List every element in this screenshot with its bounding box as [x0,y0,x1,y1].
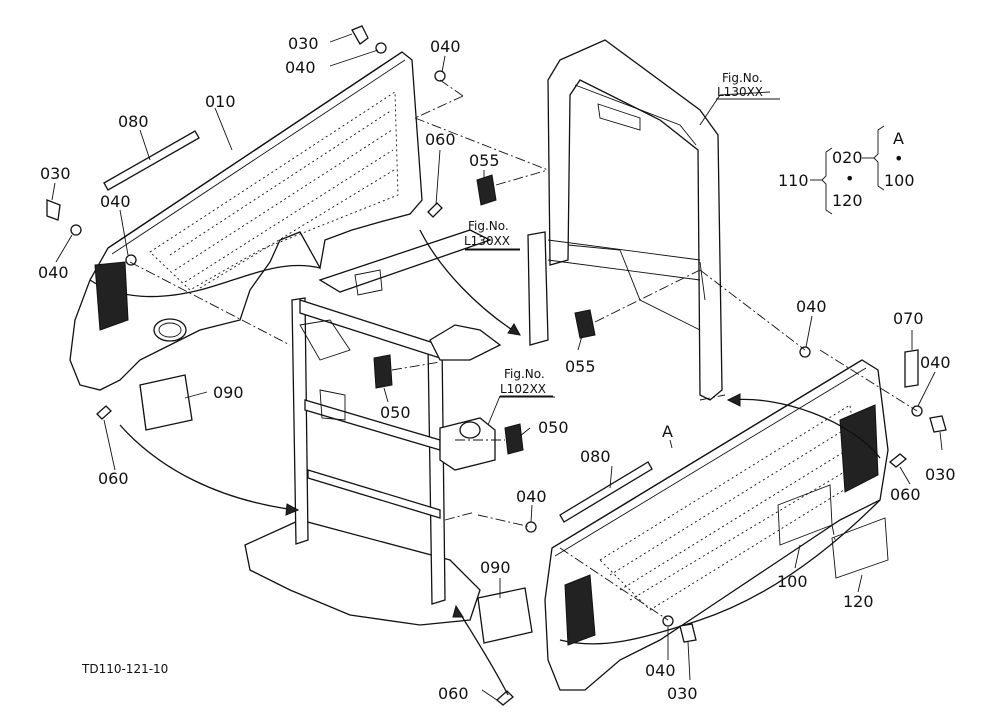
label-120: 120 [843,592,874,611]
leader-lines [51,33,943,701]
key-dot-2: • [894,149,903,168]
label-070: 070 [893,309,924,328]
label-060-bottom: 060 [438,684,469,703]
label-055-center: 055 [565,357,596,376]
left-side-panel [69,51,423,391]
block-090-left [139,374,193,431]
fig-ref-1-line1: Fig.No. [722,71,763,85]
plate-070 [904,349,919,388]
label-030-top: 030 [288,34,319,53]
rear-frame [527,39,723,401]
fig-ref-2-line2: L130XX [464,234,510,248]
fig-ref-3-line1: Fig.No. [504,367,545,381]
label-040-bottom: 040 [645,661,676,680]
assembly-lines [129,79,918,621]
label-055-top: 055 [469,151,500,170]
label-A-panel: A [662,422,673,441]
rod-080-right [559,461,653,523]
label-080-left: 080 [118,112,149,131]
key-dot-1: • [845,169,854,188]
fig-ref-3-line2: L102XX [500,382,546,396]
label-040-center: 040 [516,487,547,506]
label-060-top: 060 [425,130,456,149]
label-040-right-b: 040 [920,353,951,372]
drawing-number: TD110-121-10 [81,662,168,676]
hardware [46,25,947,706]
label-050-left: 050 [380,403,411,422]
key-parent-110: 110 [778,171,809,190]
label-030-left: 030 [40,164,71,183]
decal-120 [831,517,889,579]
label-030-right: 030 [925,465,956,484]
label-050-right: 050 [538,418,569,437]
label-060-left: 060 [98,469,129,488]
label-010: 010 [205,92,236,111]
block-090-right [477,587,533,644]
label-040-top-right: 040 [430,37,461,56]
fig-ref-2-line1: Fig.No. [468,219,509,233]
label-030-bottom: 030 [667,684,698,703]
center-support-frame [244,229,502,626]
label-040-top-left: 040 [285,58,316,77]
label-080-right: 080 [580,447,611,466]
label-090-right: 090 [480,558,511,577]
label-100: 100 [777,572,808,591]
key-group-A: A [893,129,904,148]
assembly-arrows [119,229,881,696]
label-040-left-a: 040 [100,192,131,211]
label-040-right-a: 040 [796,297,827,316]
figure-refs: Fig.No. L130XX Fig.No. L130XX Fig.No. L1… [463,71,780,398]
assembly-key: 110 020 • 120 A • 100 [778,125,915,215]
right-side-panel [544,359,889,691]
rod-080-left [103,130,200,191]
part-labels: 010 030 040 040 080 030 040 040 060 055 … [38,34,956,703]
key-child-120: 120 [832,191,863,210]
label-090-left: 090 [213,383,244,402]
key-group-100: 100 [884,171,915,190]
label-060-right: 060 [890,485,921,504]
label-040-left-b: 040 [38,263,69,282]
fig-ref-1-line2: L130XX [717,85,763,99]
key-child-020: 020 [832,148,863,167]
